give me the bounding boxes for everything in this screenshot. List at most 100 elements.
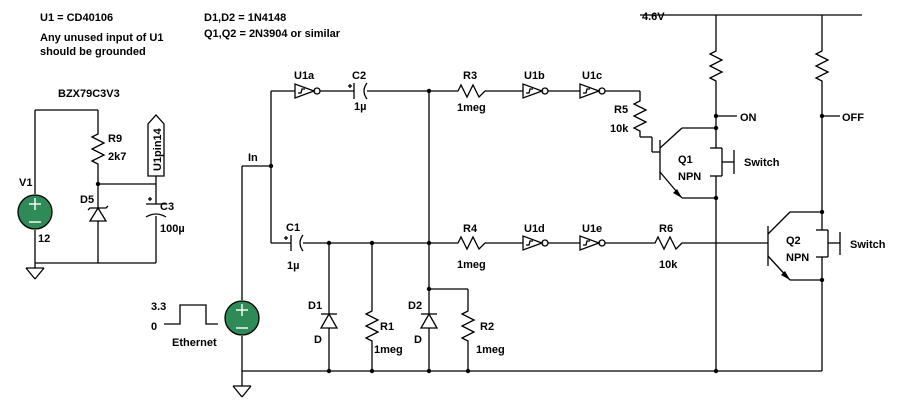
switch-2: [816, 229, 841, 258]
u1e-name: U1e: [582, 223, 602, 235]
r5-name: R5: [614, 104, 628, 116]
u1b-schmitt-inverter: [522, 83, 549, 99]
off-net-label: OFF: [842, 112, 864, 124]
c1-name: C1: [286, 222, 300, 234]
junction-dot: [713, 368, 719, 374]
ethernet-pulse-source: [224, 300, 260, 336]
c2-name: C2: [352, 70, 366, 82]
r2-value: 1meg: [476, 344, 505, 356]
q2-stage-wires: [790, 84, 840, 371]
on-net-label: ON: [740, 112, 757, 124]
middle-network-wires: [328, 91, 469, 371]
c3-capacitor: [145, 197, 167, 218]
junction-dot: [713, 125, 719, 131]
junction-dot: [465, 368, 471, 374]
switch-2-label: Switch: [850, 239, 886, 251]
r3-name: R3: [463, 70, 477, 82]
u1b-name: U1b: [524, 70, 545, 82]
u1c-schmitt-inverter: [579, 83, 606, 99]
r5-value: 10k: [610, 123, 629, 135]
v1-circuit-wires: [34, 109, 157, 268]
r4-value: 1meg: [457, 259, 486, 271]
junction-dot: [369, 368, 375, 374]
junction-dot: [95, 181, 101, 187]
off-pullup-resistor: [814, 48, 830, 84]
d1-name: D1: [308, 300, 322, 312]
junction-dot: [819, 277, 825, 283]
supply-rail: [640, 14, 862, 48]
d5-name: D5: [80, 194, 94, 206]
junction-dot: [426, 286, 432, 292]
switch-1-label: Switch: [744, 157, 780, 169]
r1-value: 1meg: [374, 344, 403, 356]
r4-resistor: [455, 235, 488, 251]
u1pin14-net-flag: [147, 114, 165, 177]
note-diodes: D1,D2 = 1N4148: [204, 12, 286, 24]
junction-dot: [819, 113, 825, 119]
d1-value: D: [314, 334, 322, 346]
junction-dot: [426, 368, 432, 374]
note-u1: U1 = CD40106: [40, 12, 113, 24]
v1-name: V1: [19, 177, 32, 189]
r4-name: R4: [463, 223, 478, 235]
note-transistors: Q1,Q2 = 2N3904 or similar: [204, 28, 341, 40]
switch-1: [710, 147, 735, 177]
supply-label: 4.6V: [642, 11, 665, 23]
q1-type: NPN: [678, 171, 701, 183]
zener-model-label: BZX79C3V3: [58, 88, 120, 100]
r2-name: R2: [480, 321, 494, 333]
in-net-label: In: [248, 152, 258, 164]
v1-source: [17, 194, 53, 230]
d2-name: D2: [408, 300, 422, 312]
r9-resistor: [90, 130, 106, 166]
d5-zener-diode: [87, 200, 109, 224]
on-pullup-resistor: [708, 48, 724, 84]
r3-resistor: [455, 83, 488, 99]
c2-capacitor: [348, 82, 368, 100]
d2-value: D: [414, 334, 422, 346]
q2-npn-transistor: [767, 211, 791, 281]
ethernet-source-name: Ethernet: [172, 337, 217, 349]
q1-stage-wires: [682, 84, 737, 371]
ethernet-source-wires: [241, 165, 271, 300]
r3-value: 1meg: [457, 102, 486, 114]
r1-resistor: [364, 308, 380, 344]
u1c-name: U1c: [582, 70, 602, 82]
c3-name: C3: [160, 201, 174, 213]
ground-bus: [232, 336, 822, 398]
q2-type: NPN: [786, 252, 809, 264]
c1-value: 1µ: [287, 260, 299, 272]
q1-name: Q1: [678, 154, 693, 166]
note-unused-2: should be grounded: [40, 46, 146, 58]
v1-value: 12: [38, 233, 50, 245]
r6-name: R6: [659, 223, 673, 235]
d1-diode: [319, 310, 339, 336]
r9-name: R9: [108, 133, 122, 145]
q1-npn-transistor: [651, 127, 683, 199]
u1a-name: U1a: [294, 70, 315, 82]
junction-dot: [326, 368, 332, 374]
c2-value: 1µ: [354, 101, 366, 113]
ethernet-low-level: 0: [151, 321, 157, 333]
ethernet-high-level: 3.3: [151, 301, 166, 313]
d2-diode: [419, 310, 439, 336]
q2-name: Q2: [786, 235, 801, 247]
r2-resistor: [460, 308, 476, 344]
r6-value: 10k: [659, 259, 678, 271]
note-unused-1: Any unused input of U1: [40, 32, 163, 44]
r6-resistor: [652, 235, 685, 251]
u1d-name: U1d: [524, 223, 545, 235]
u1d-schmitt-inverter: [522, 235, 549, 251]
r1-name: R1: [380, 321, 394, 333]
junction-dot: [713, 113, 719, 119]
c1-capacitor: [284, 234, 304, 252]
pulse-waveform-icon: [164, 304, 218, 325]
u1e-schmitt-inverter: [579, 235, 606, 251]
c3-value: 100µ: [160, 223, 185, 235]
upper-chain-wires: [271, 90, 652, 138]
r9-value: 2k7: [108, 151, 126, 163]
u1a-schmitt-inverter: [294, 83, 321, 99]
junction-dot: [819, 209, 825, 215]
u1pin14-label: U1pin14: [152, 127, 164, 171]
